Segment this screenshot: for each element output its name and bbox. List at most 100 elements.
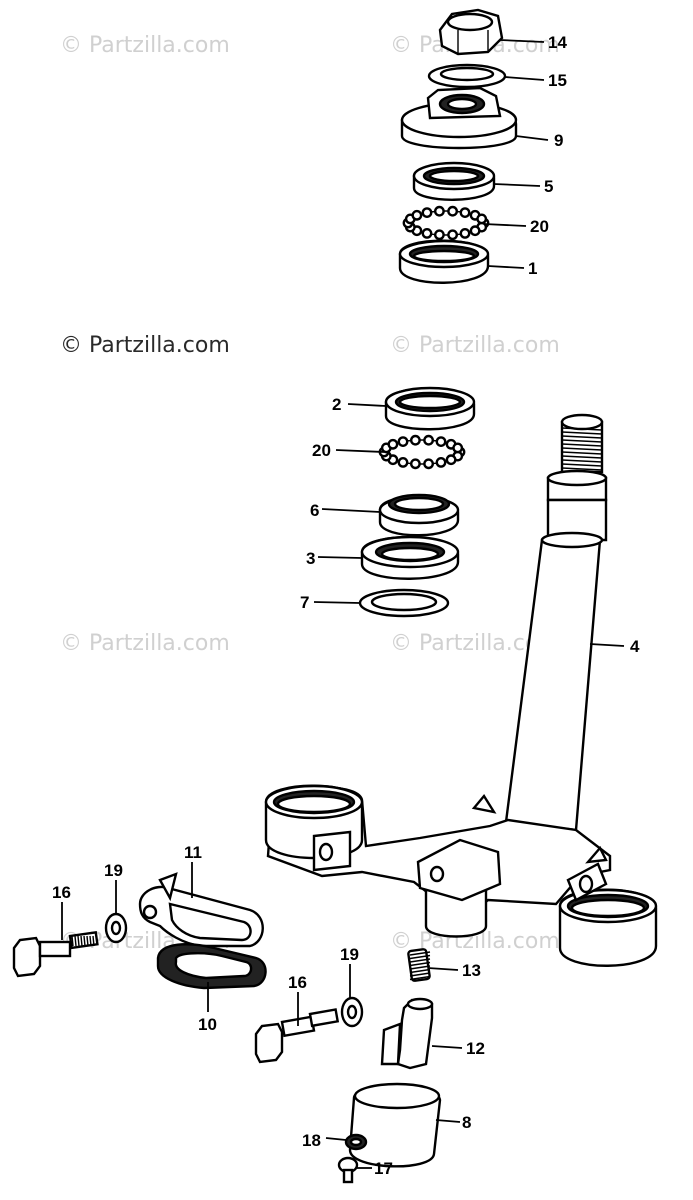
label-part-13: 13 [462,961,481,980]
label-part-4: 4 [630,637,640,656]
bolt-thread-line [89,935,92,947]
thread-line [561,451,603,455]
thread-line [561,455,603,459]
bolt-thread-line [92,935,95,947]
part-19-washer-right[interactable] [340,996,364,1028]
watermark-5: © Partzilla.com [60,631,230,656]
part-13-spring[interactable] [407,948,431,982]
part-11-lock-plate[interactable] [138,872,264,948]
part-18-small-spring[interactable] [344,1133,368,1151]
steel-ball [397,456,409,468]
label-part-1: 1 [528,259,537,278]
part-17-screw[interactable] [337,1156,359,1184]
watermark-1: © Partzilla.com [60,33,230,58]
label-part-17: 17 [374,1159,393,1178]
part-14-cap-nut[interactable] [438,8,504,56]
label-part-19-right: 19 [340,945,359,964]
part-12-lock-plunger[interactable] [380,997,434,1070]
label-part-14: 14 [548,33,567,52]
part-labels: 14 15 9 5 20 1 2 20 6 3 7 4 11 19 16 10 … [52,33,640,1178]
part-3-dust-seal[interactable] [360,535,460,580]
label-part-12: 12 [466,1039,485,1058]
thread-line [561,459,603,463]
watermark-4: © Partzilla.com [390,333,560,358]
leader-lines [61,39,625,1169]
steel-ball [421,227,433,239]
steel-ball [435,436,447,447]
bolt-thread-line [83,935,86,947]
steel-ball [421,207,433,219]
part-20-steel-balls-lower[interactable] [378,434,466,470]
part-7-washer[interactable] [358,588,450,618]
label-part-16-right: 16 [288,973,307,992]
spring-coil [409,958,431,963]
part-2-race-cup[interactable] [384,386,476,431]
label-part-2: 2 [332,395,341,414]
spring-coil [409,965,431,970]
thread-line [561,467,603,471]
steel-ball [459,207,471,219]
steel-ball [387,438,399,450]
steel-ball [476,213,488,225]
steel-ball [447,205,458,217]
part-10-rubber-gasket[interactable] [156,943,267,990]
label-part-8: 8 [462,1113,471,1132]
part-9-adjusting-nut[interactable] [400,86,518,150]
steel-ball [397,436,409,447]
steel-ball [423,458,434,470]
steel-ball [445,454,457,466]
label-part-3: 3 [306,549,315,568]
spring-coil [409,972,431,977]
part-4-steering-stem[interactable] [264,413,658,967]
bolt-thread-line [74,935,77,947]
spring-coil [409,961,431,967]
spring-coil [409,951,431,956]
bolt-thread-line [86,935,89,947]
steel-ball [433,229,445,241]
label-part-20-lower: 20 [312,441,331,460]
part-16-bolt-left[interactable] [12,931,99,978]
steel-ball [435,456,447,468]
label-part-15: 15 [548,71,567,90]
steel-ball [433,205,445,217]
bolt-thread-line [71,935,74,947]
watermark-3: © Partzilla.com [60,333,230,358]
spring-coil [409,968,431,974]
part-5-bearing-race[interactable] [412,161,496,201]
label-part-6: 6 [310,501,319,520]
steel-ball [459,227,471,239]
label-part-10: 10 [198,1015,217,1034]
part-16-bolt-right[interactable] [254,1008,340,1064]
steel-ball [411,209,423,221]
spring-coil [409,975,431,981]
part-15-washer[interactable] [427,63,507,89]
part-1-race-cup[interactable] [398,239,490,284]
label-part-7: 7 [300,593,309,612]
steel-ball [409,434,421,446]
spring-coil [409,954,431,960]
thread-line [561,435,603,439]
steel-ball [409,458,421,470]
thread-line [561,447,603,451]
label-part-5: 5 [544,177,553,196]
steel-ball [423,434,434,446]
bolt-thread-line [77,935,80,947]
steel-ball [469,225,481,237]
steel-ball [452,442,464,454]
bolt-thread-line [80,935,83,947]
thread-line [561,463,603,467]
part-20-steel-balls-upper[interactable] [402,205,490,241]
thread-line [561,431,603,435]
steel-ball [447,229,458,241]
thread-line [561,427,603,431]
label-part-11: 11 [184,843,202,862]
label-part-20-upper: 20 [530,217,549,236]
label-part-18: 18 [302,1131,321,1150]
part-8-collar[interactable] [348,1082,442,1168]
thread-line [561,443,603,447]
thread-line [561,439,603,443]
part-6-bearing-race[interactable] [378,493,460,537]
label-part-9: 9 [554,131,563,150]
part-19-washer-left[interactable] [104,912,128,944]
